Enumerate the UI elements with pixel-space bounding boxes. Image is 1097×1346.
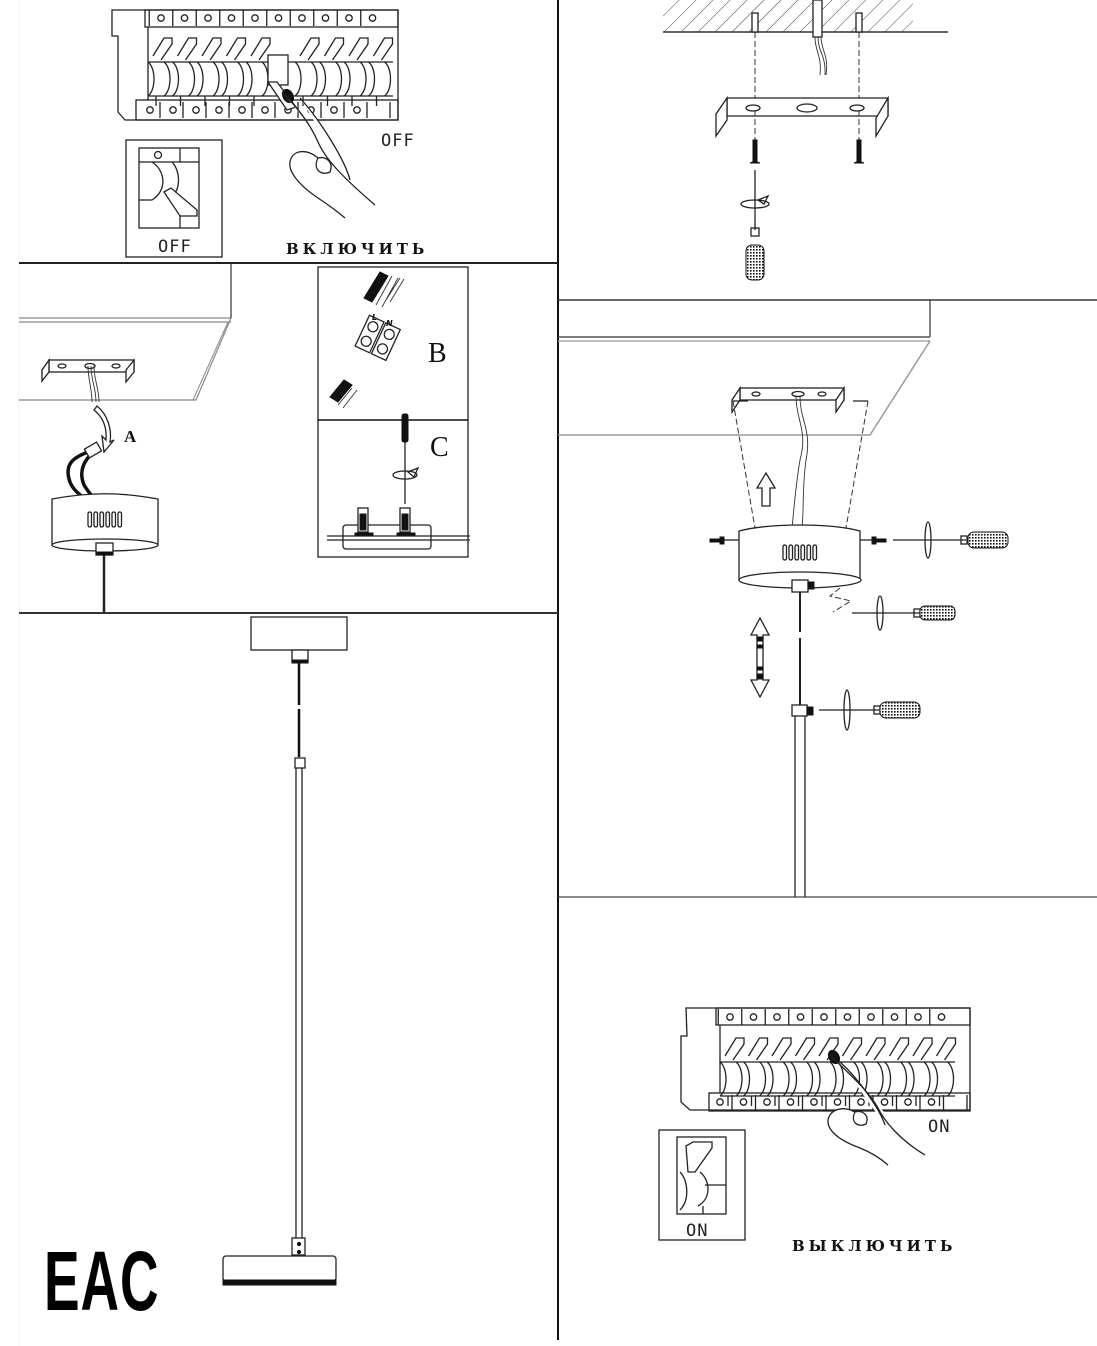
breaker-panel-illustration <box>111 9 399 121</box>
wire-live-label: L <box>372 313 377 322</box>
ceiling-hatch <box>663 0 948 76</box>
action-label: ВЫКЛЮЧИТЬ <box>792 1237 956 1255</box>
screw-tightening-c <box>327 413 470 550</box>
arrow-down-icon <box>93 405 115 454</box>
mounting-bracket <box>715 95 889 139</box>
panel-grid <box>18 0 1097 1346</box>
switch-inset-off: OFF <box>125 139 223 258</box>
screw-icon <box>853 139 865 164</box>
switch-state-label: OFF <box>381 131 415 151</box>
canopy <box>738 524 862 593</box>
mounting-bracket <box>41 357 135 403</box>
wire-insertion-b: L N <box>329 271 405 409</box>
screwdriver-icon <box>852 595 956 631</box>
inset-switch-label: OFF <box>158 237 192 257</box>
mounting-bracket <box>731 385 845 415</box>
screw-icon <box>749 139 761 164</box>
panel-attach-canopy <box>558 300 1009 897</box>
action-label: ВКЛЮЧИТЬ <box>286 240 428 258</box>
arrow-up-icon <box>755 471 777 507</box>
side-screw-icon <box>860 536 887 545</box>
panel-power-off: OFF OFF ВКЛЮЧИТЬ <box>111 9 428 258</box>
panel-mount-bracket <box>663 0 948 281</box>
ceiling-slab <box>19 263 232 401</box>
terminal-block-inset: L N B C <box>317 266 470 558</box>
canopy-with-wires <box>51 441 159 613</box>
step-a-label: A <box>124 427 137 446</box>
side-screw-icon <box>709 536 739 545</box>
screwdriver-icon <box>893 521 1009 559</box>
inset-switch-label: ON <box>686 1221 708 1241</box>
rod-joint <box>791 704 814 897</box>
wire-neutral-label: N <box>386 319 393 328</box>
panel-assembled-fixture <box>222 616 348 1286</box>
step-b-label: B <box>428 338 447 369</box>
ceiling-slab <box>558 300 931 436</box>
switch-state-label: ON <box>928 1117 950 1137</box>
screwdriver-icon <box>819 689 921 731</box>
height-adjust-arrow-icon <box>749 616 771 699</box>
hand-pointer-icon <box>827 1049 926 1166</box>
switch-inset-on: ON <box>658 1129 746 1241</box>
panel-wiring: A <box>19 263 470 613</box>
breaker-panel-illustration <box>680 1007 971 1112</box>
eac-certification-mark: EAC <box>44 1234 159 1328</box>
hand-pointer-icon <box>281 88 376 219</box>
eac-text: EAC <box>44 1234 159 1328</box>
screwdriver-icon <box>740 170 770 281</box>
step-c-label: C <box>430 432 449 463</box>
panel-power-on: ON ON ВЫКЛЮЧИТЬ <box>658 1007 971 1255</box>
